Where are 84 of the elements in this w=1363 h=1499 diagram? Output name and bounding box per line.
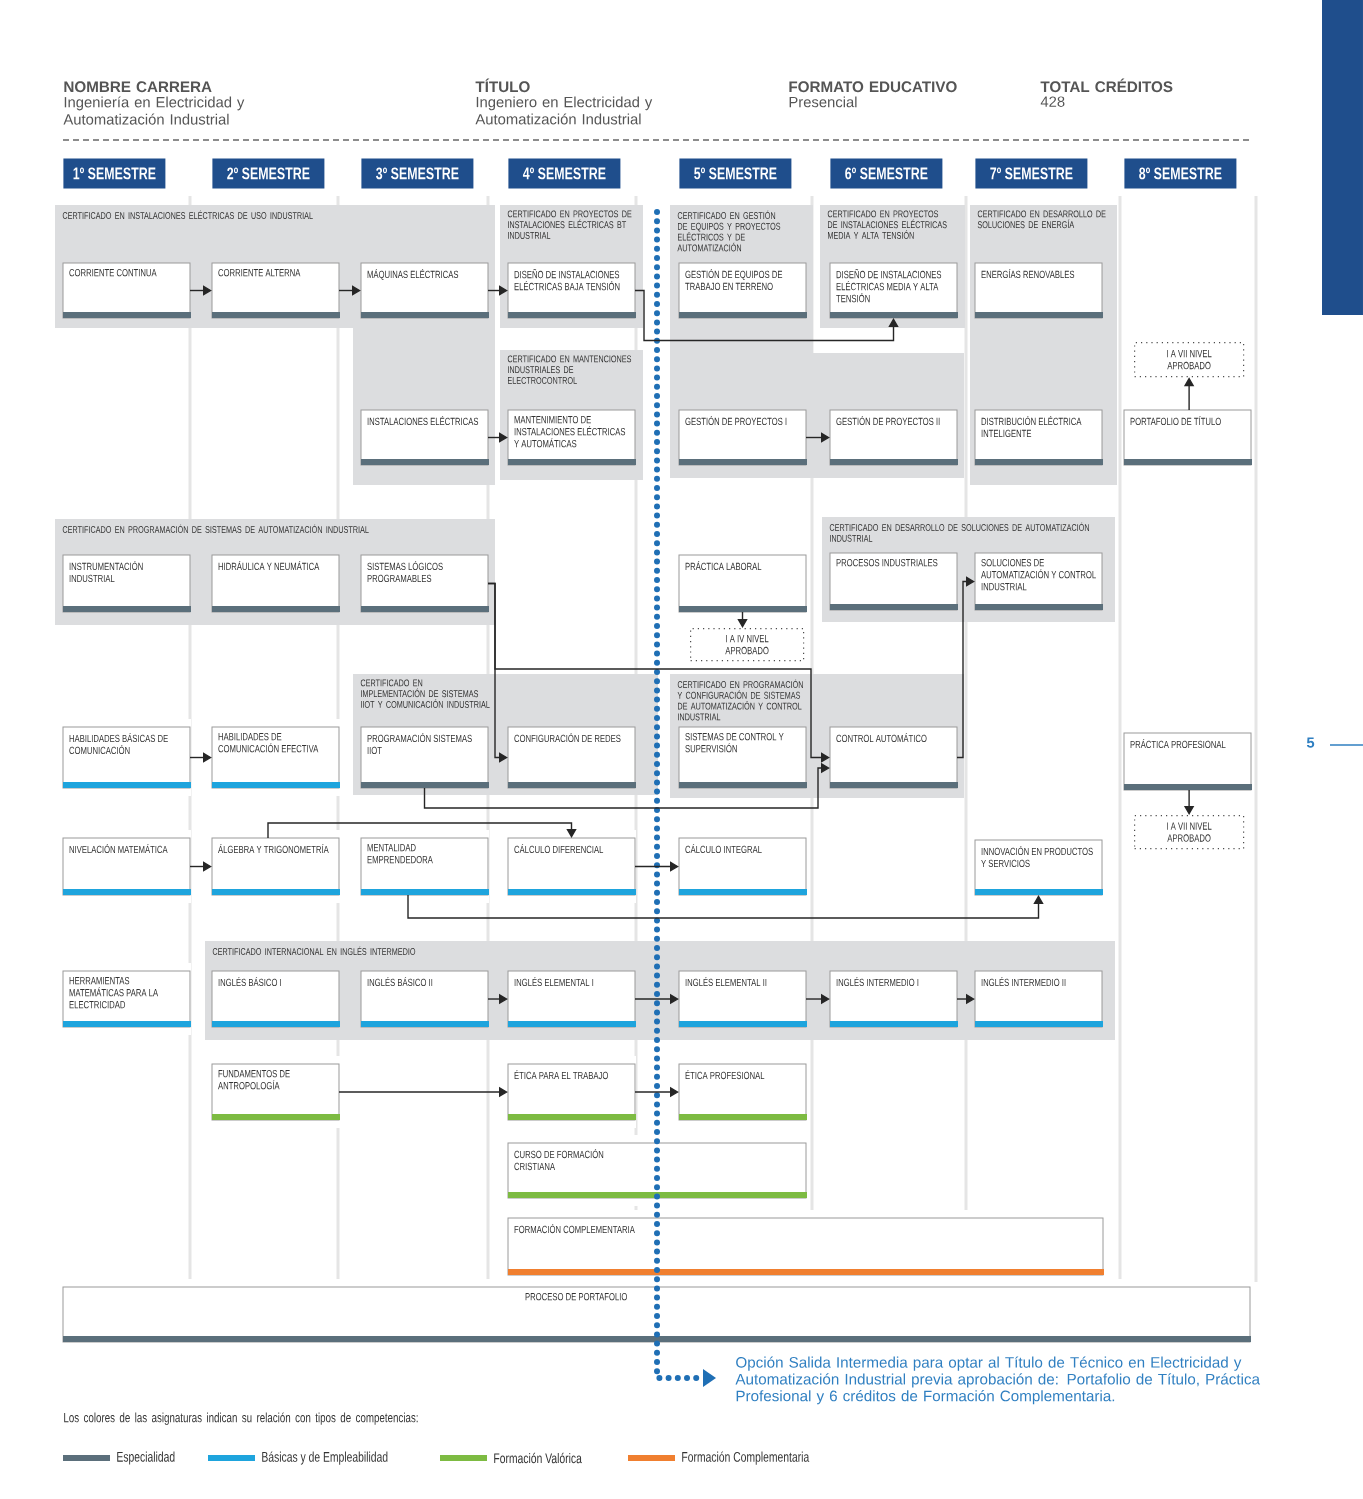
course-box: CÁLCULO INTEGRAL [678,837,807,896]
course-box: INNOVACIÓN EN PRODUCTOS Y SERVICIOS [974,839,1103,896]
semester-header: 4º SEMESTRE [508,158,621,189]
arrow [634,861,679,872]
course-box: SISTEMAS LÓGICOS PROGRAMABLES [360,554,489,613]
arrow [487,582,830,763]
requirement-box: I A VII NIVEL APROBADO [1134,342,1245,378]
legend-label: Formación Complementaria [682,1451,810,1465]
requirement-box: I A IV NIVEL APROBADO [690,628,805,662]
legend-label: Especialidad [117,1451,175,1465]
course-box: MENTALIDAD EMPRENDEDORA [360,837,489,896]
exit-note: Opción Salida Intermedia para optar al Título de Técnico en Electricidad y Automatización Industrial previa aprobación de: Portafolio de Título, Práctica Profesional y 6 créditos de Formación Complementaria. [735,1356,1260,1405]
course-box: INSTRUMENTACIÓN INDUSTRIAL [62,554,191,613]
arrow [956,576,975,759]
arrow [189,861,212,872]
semester-header: 3º SEMESTRE [361,158,474,189]
course-box: ÉTICA PARA EL TRABAJO [507,1063,636,1121]
course-box: SOLUCIONES DE AUTOMATIZACIÓN Y CONTROL INDUSTRIAL [974,552,1103,611]
header-label: FORMATO EDUCATIVO [789,81,957,93]
course-box: FUNDAMENTOS DE ANTROPOLOGÍA [211,1063,340,1121]
course-box: HERRAMIENTAS MATEMÁTICAS PARA LA ELECTRICIDAD [62,970,191,1028]
header-value: Ingeniero en Electricidad y Automatización Industrial [475,96,653,125]
course-box: NIVELACIÓN MATEMÁTICA [62,837,191,896]
course-box: HIDRÁULICA Y NEUMÁTICA [211,554,340,613]
legend-label: Básicas y de Empleabilidad [262,1451,388,1465]
semester-header: 7º SEMESTRE [975,158,1088,189]
course-box: PROCESO DE PORTAFOLIO [62,1286,1251,1343]
arrow [189,752,212,763]
course-box: ÉTICA PROFESIONAL [678,1063,807,1121]
course-box: PRÁCTICA PROFESIONAL [1123,732,1252,791]
arrow [634,289,899,342]
course-box: INGLÉS BÁSICO II [360,970,489,1028]
arrow [737,611,748,628]
requirement-box: I A VII NIVEL APROBADO [1134,815,1245,850]
course-box: ENERGÍAS RENOVABLES [974,262,1103,319]
course-box: ÁLGEBRA Y TRIGONOMETRÍA [211,837,340,896]
header-value: Presencial [789,96,857,108]
course-box: CONTROL AUTOMÁTICO [829,726,958,789]
legend-note: Los colores de las asignaturas indican su relación con tipos de competencias: [64,1412,418,1425]
course-box: DISTRIBUCIÓN ELÉCTRICA INTELIGENTE [974,409,1103,466]
course-box: INGLÉS ELEMENTAL I [507,970,636,1028]
arrow [805,432,830,443]
arrow [423,762,830,809]
course-box: FORMACIÓN COMPLEMENTARIA [507,1217,1104,1276]
page-number: 5 [1306,737,1363,748]
course-box: PRÁCTICA LABORAL [678,554,807,613]
course-box: DISEÑO DE INSTALACIONES ELÉCTRICAS BAJA TENSIÓN [507,262,636,319]
course-box: DISEÑO DE INSTALACIONES ELÉCTRICAS MEDIA Y ALTA TENSIÓN [829,262,958,319]
course-box: SISTEMAS DE CONTROL Y SUPERVISIÓN [678,726,807,789]
course-box: MANTENIMIENTO DE INSTALACIONES ELÉCTRICAS Y AUTOMÁTICAS [507,409,636,466]
course-box: INGLÉS INTERMEDIO I [829,970,958,1028]
legend-label: Formación Valórica [494,1452,582,1464]
course-box: PROGRAMACIÓN SISTEMAS IIOT [360,726,489,789]
course-box: HABILIDADES BÁSICAS DE COMUNICACIÓN [62,726,191,789]
semester-header: 8º SEMESTRE [1124,158,1237,189]
semester-header: 6º SEMESTRE [830,158,943,189]
course-box: CURSO DE FORMACIÓN CRISTIANA [507,1142,807,1199]
arrow [338,285,361,296]
course-box: HABILIDADES DE COMUNICACIÓN EFECTIVA [211,726,340,789]
course-box: PORTAFOLIO DE TÍTULO [1123,409,1252,466]
header-label: TÍTULO [475,78,530,93]
course-box: CORRIENTE CONTINUA [62,262,191,319]
arrow [487,285,508,296]
course-box: GESTIÓN DE EQUIPOS DE TRABAJO EN TERRENO [678,262,807,319]
arrow [487,432,508,443]
course-box: CORRIENTE ALTERNA [211,262,340,319]
header-label: NOMBRE CARRERA [64,81,212,93]
course-box: INGLÉS BÁSICO I [211,970,340,1028]
course-box: MÁQUINAS ELÉCTRICAS [360,262,489,319]
header-value: Ingeniería en Electricidad y Automatización Industrial [63,96,245,125]
course-box: GESTIÓN DE PROYECTOS I [678,409,807,466]
semester-header: 1º SEMESTRE [63,158,166,189]
course-box: INGLÉS INTERMEDIO II [974,970,1103,1028]
arrow [267,822,577,839]
header-label: TOTAL CRÉDITOS [1040,78,1173,93]
arrow [407,894,1044,919]
course-box: PROCESOS INDUSTRIALES [829,552,958,611]
semester-header: 5º SEMESTRE [679,158,792,189]
course-box: INGLÉS ELEMENTAL II [678,970,807,1028]
course-box: CÁLCULO DIFERENCIAL [507,837,636,896]
course-box: CONFIGURACIÓN DE REDES [507,726,636,789]
header-value: 428 [1040,96,1065,107]
arrow [189,285,212,296]
semester-header: 2º SEMESTRE [212,158,325,189]
